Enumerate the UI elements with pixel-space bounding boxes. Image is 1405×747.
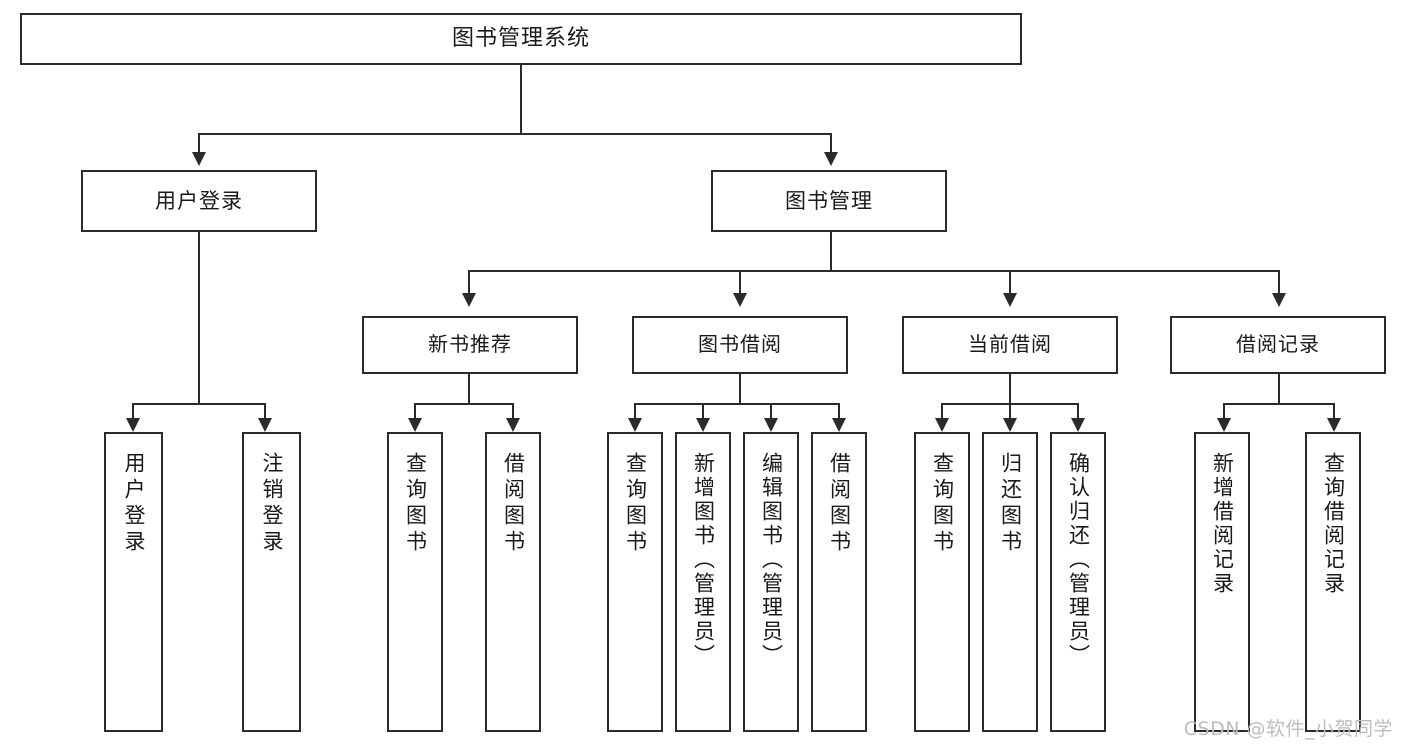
- leaf-query-book-borrow[interactable]: 查询图书: [607, 432, 663, 732]
- connector-drop-current-borrow: [1009, 270, 1011, 296]
- leaf-query-book-current[interactable]: 查询图书: [914, 432, 970, 732]
- connector-borrow-record-drop-1: [1223, 403, 1225, 421]
- connector-new-book-bus: [414, 403, 514, 405]
- connector-root-stem: [520, 65, 522, 133]
- connector-current-borrow-drop-1: [941, 403, 943, 421]
- connector-drop-book-borrow: [739, 270, 741, 296]
- leaf-borrow-book[interactable]: 借阅图书: [811, 432, 867, 732]
- node-borrowing-record[interactable]: 借阅记录: [1170, 316, 1386, 374]
- connector-book-borrow-stem: [739, 374, 741, 403]
- node-root-book-management-system[interactable]: 图书管理系统: [20, 13, 1022, 65]
- leaf-logout[interactable]: 注销登录: [242, 432, 301, 732]
- leaf-user-login[interactable]: 用户登录: [104, 432, 163, 732]
- connector-book-borrow-drop-3: [770, 403, 772, 421]
- connector-new-book-drop-2: [512, 403, 514, 421]
- connector-new-book-stem: [468, 374, 470, 403]
- connector-book-management-stem: [830, 232, 832, 272]
- arrowhead-leaf-return-book: [1003, 418, 1017, 432]
- arrowhead-leaf-user-login: [126, 418, 140, 432]
- leaf-confirm-return-admin[interactable]: 确认归还（管理员）: [1050, 432, 1106, 732]
- node-label: 借阅记录: [1236, 332, 1320, 357]
- node-label: 确认归还（管理员）: [1066, 452, 1091, 668]
- leaf-query-borrow-record[interactable]: 查询借阅记录: [1305, 432, 1361, 732]
- connector-root-bus: [198, 133, 832, 135]
- arrowhead-book-management: [824, 152, 838, 166]
- node-label: 借阅图书: [827, 452, 852, 556]
- connector-drop-new-book: [468, 270, 470, 296]
- node-current-borrowing[interactable]: 当前借阅: [902, 316, 1118, 374]
- node-book-management[interactable]: 图书管理: [711, 170, 947, 232]
- arrowhead-leaf-query-book-1: [408, 418, 422, 432]
- arrowhead-leaf-query-book-2: [628, 418, 642, 432]
- connector-user-login-drop-2: [264, 403, 266, 421]
- node-label: 新增借阅记录: [1210, 452, 1235, 596]
- connector-user-login-bus: [132, 403, 266, 405]
- node-label: 借阅图书: [501, 452, 526, 556]
- connector-current-borrow-stem: [1009, 374, 1011, 403]
- arrowhead-leaf-query-book-3: [935, 418, 949, 432]
- arrowhead-leaf-borrow-book-2: [832, 418, 846, 432]
- arrowhead-current-borrow: [1003, 293, 1017, 307]
- node-book-borrowing[interactable]: 图书借阅: [632, 316, 848, 374]
- node-label: 用户登录: [122, 452, 146, 556]
- node-label: 新书推荐: [428, 332, 512, 357]
- node-user-login[interactable]: 用户登录: [81, 170, 317, 232]
- arrowhead-borrow-record: [1272, 293, 1286, 307]
- leaf-query-book-new[interactable]: 查询图书: [387, 432, 443, 732]
- arrowhead-book-borrow: [733, 293, 747, 307]
- connector-drop-borrow-record: [1278, 270, 1280, 296]
- connector-book-borrow-bus: [634, 403, 840, 405]
- arrowhead-user-login: [192, 152, 206, 166]
- connector-new-book-drop-1: [414, 403, 416, 421]
- arrowhead-leaf-borrow-book-1: [506, 418, 520, 432]
- connector-root-to-user-login: [198, 133, 200, 155]
- node-label: 新增图书（管理员）: [691, 452, 716, 668]
- arrowhead-leaf-confirm-return: [1071, 418, 1085, 432]
- connector-root-to-book-management: [830, 133, 832, 155]
- arrowhead-leaf-logout: [258, 418, 272, 432]
- node-label: 查询借阅记录: [1321, 452, 1346, 596]
- connector-book-borrow-drop-4: [838, 403, 840, 421]
- connector-user-login-stem: [198, 232, 200, 405]
- node-label: 归还图书: [998, 452, 1023, 556]
- connector-book-borrow-drop-2: [702, 403, 704, 421]
- arrowhead-leaf-add-book: [696, 418, 710, 432]
- node-label: 查询图书: [930, 452, 955, 556]
- leaf-borrow-book-new[interactable]: 借阅图书: [485, 432, 541, 732]
- node-new-book-recommendation[interactable]: 新书推荐: [362, 316, 578, 374]
- leaf-add-book-admin[interactable]: 新增图书（管理员）: [675, 432, 731, 732]
- arrowhead-leaf-edit-book: [764, 418, 778, 432]
- arrowhead-new-book: [462, 293, 476, 307]
- connector-borrow-record-stem: [1278, 374, 1280, 403]
- connector-level3-bus: [468, 270, 1280, 272]
- connector-current-borrow-drop-3: [1077, 403, 1079, 421]
- connector-borrow-record-bus: [1223, 403, 1335, 405]
- node-label: 图书管理系统: [451, 26, 590, 52]
- node-label: 用户登录: [155, 188, 243, 213]
- node-label: 图书管理: [785, 188, 873, 213]
- connector-borrow-record-drop-2: [1333, 403, 1335, 421]
- leaf-return-book[interactable]: 归还图书: [982, 432, 1038, 732]
- node-label: 注销登录: [260, 452, 284, 556]
- connector-user-login-drop-1: [132, 403, 134, 421]
- connector-current-borrow-drop-2: [1009, 403, 1011, 421]
- node-label: 编辑图书（管理员）: [759, 452, 784, 668]
- arrowhead-leaf-add-record: [1217, 418, 1231, 432]
- connector-book-borrow-drop-1: [634, 403, 636, 421]
- leaf-edit-book-admin[interactable]: 编辑图书（管理员）: [743, 432, 799, 732]
- arrowhead-leaf-query-record: [1327, 418, 1341, 432]
- csdn-watermark: CSDN @软件_小贺同学: [1183, 718, 1393, 740]
- node-label: 查询图书: [623, 452, 648, 556]
- leaf-add-borrow-record[interactable]: 新增借阅记录: [1194, 432, 1250, 732]
- node-label: 图书借阅: [698, 332, 782, 357]
- node-label: 当前借阅: [968, 332, 1052, 357]
- node-label: 查询图书: [403, 452, 428, 556]
